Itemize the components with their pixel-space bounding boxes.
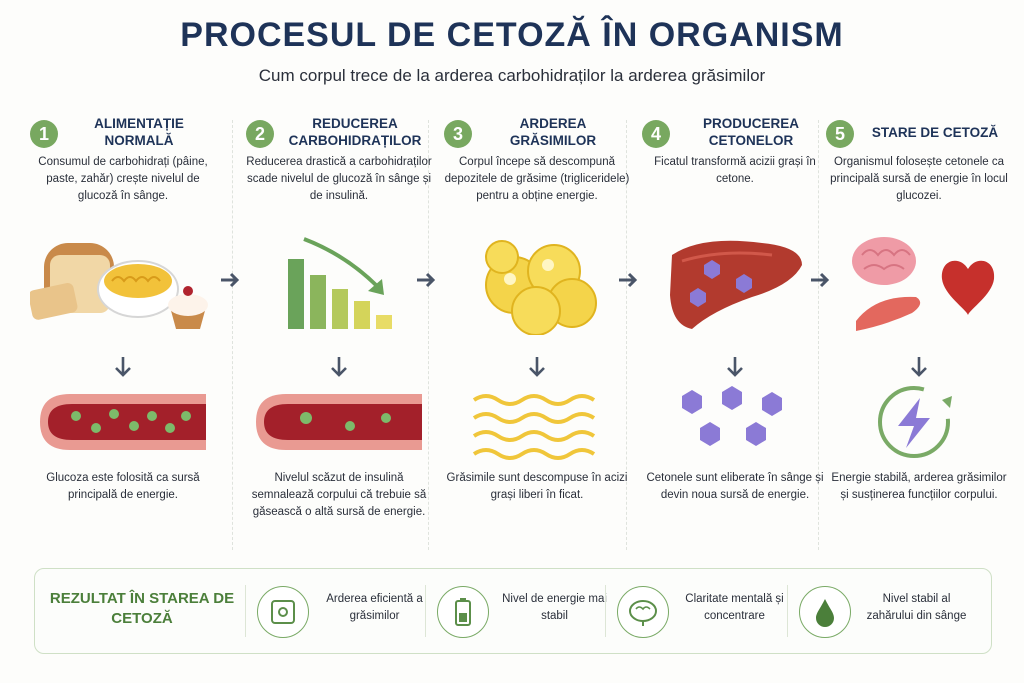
result-item-text: Nivel stabil al zahărului din sânge — [866, 593, 967, 622]
result-divider — [425, 585, 426, 637]
result-item-text: Claritate mentală și concentrare — [685, 593, 784, 622]
step-outcome: Grăsimile sunt descompuse în acizi grași… — [446, 472, 628, 501]
step-5: 5 STARE DE CETOZĂ Organismul folosește c… — [826, 110, 1012, 550]
arrow-right-icon — [221, 272, 240, 288]
result-item: Nivel stabil al zahărului din sânge — [799, 581, 969, 641]
decreasing-bar-chart-icon — [288, 237, 392, 329]
arrow-down-icon — [911, 357, 927, 377]
scale-icon — [257, 586, 309, 638]
step-title: PRODUCEREA CETONELOR — [702, 116, 799, 148]
step-title: ALIMENTAȚIE NORMALĂ — [94, 116, 184, 148]
result-box: REZULTAT ÎN STAREA DE CETOZĂ Arderea efi… — [34, 568, 992, 654]
step-title: REDUCEREA CARBOHIDRAȚILOR — [288, 116, 422, 148]
column-divider — [428, 120, 429, 550]
step-description: Ficatul transformă acizii grași în ceton… — [654, 156, 816, 185]
column-divider — [818, 120, 819, 550]
arrow-right-icon — [417, 272, 436, 288]
step-1: 1 ALIMENTAȚIE NORMALĂ Consumul de carboh… — [30, 110, 216, 550]
result-divider — [605, 585, 606, 637]
page-title: PROCESUL DE CETOZĂ ÎN ORGANISM — [180, 16, 844, 54]
step-number-badge: 2 — [246, 120, 274, 148]
step-outcome: Glucoza este folosită ca sursă principal… — [46, 472, 200, 501]
arrow-down-icon — [115, 357, 131, 377]
step-outcome: Nivelul scăzut de insulină semnalează co… — [251, 472, 427, 518]
step-4: 4 PRODUCEREA CETONELOR Ficatul transform… — [642, 110, 828, 550]
blood-vessel-low-glucose-icon — [256, 394, 422, 450]
result-item-text: Arderea eficientă a grăsimilor — [326, 593, 423, 622]
fatty-acids-icon — [472, 394, 596, 460]
ketone-molecules-icon — [682, 386, 782, 446]
result-divider — [245, 585, 246, 637]
step-title: ARDEREA GRĂSIMILOR — [509, 116, 597, 148]
page-subtitle: Cum corpul trece de la arderea carbohidr… — [258, 66, 766, 85]
step-outcome: Cetonele sunt eliberate în sânge și devi… — [646, 472, 824, 501]
step-description: Reducerea drastică a carbohidraților sca… — [246, 156, 432, 202]
step-2: 2 REDUCEREA CARBOHIDRAȚILOR Reducerea dr… — [246, 110, 432, 550]
brain-icon — [617, 586, 669, 638]
drop-icon — [799, 586, 851, 638]
step-title: STARE DE CETOZĂ — [871, 124, 999, 140]
result-divider — [787, 585, 788, 637]
bread-pasta-cupcake-icon — [30, 243, 208, 329]
arrow-down-icon — [727, 357, 743, 377]
step-3: 3 ARDEREA GRĂSIMILOR Corpul începe să de… — [444, 110, 630, 550]
battery-icon — [437, 586, 489, 638]
arrow-down-icon — [331, 357, 347, 377]
energy-cycle-icon — [878, 386, 952, 458]
step-number-badge: 5 — [826, 120, 854, 148]
result-item: Arderea eficientă a grăsimilor — [257, 581, 427, 641]
step-number-badge: 3 — [444, 120, 472, 148]
result-item: Nivel de energie mai stabil — [437, 581, 607, 641]
result-title: REZULTAT ÎN STAREA DE CETOZĂ — [49, 590, 235, 627]
blood-vessel-glucose-icon — [40, 394, 206, 450]
column-divider — [626, 120, 627, 550]
step-number-badge: 1 — [30, 120, 58, 148]
step-description: Organismul folosește cetonele ca princip… — [830, 156, 1008, 202]
step-number-badge: 4 — [642, 120, 670, 148]
arrow-right-icon — [619, 272, 638, 288]
fat-cells-icon — [485, 240, 597, 335]
step-description: Consumul de carbohidrați (pâine, paste, … — [38, 156, 208, 202]
result-item-text: Nivel de energie mai stabil — [502, 593, 607, 622]
arrow-down-icon — [529, 357, 545, 377]
brain-heart-muscle-icon — [852, 237, 995, 331]
liver-icon — [670, 240, 802, 329]
step-description: Corpul începe să descompună depozitele d… — [444, 156, 630, 202]
result-item: Claritate mentală și concentrare — [617, 581, 787, 641]
column-divider — [232, 120, 233, 550]
arrow-right-icon — [811, 272, 830, 288]
step-outcome: Energie stabilă, arderea grăsimilor și s… — [831, 472, 1007, 501]
